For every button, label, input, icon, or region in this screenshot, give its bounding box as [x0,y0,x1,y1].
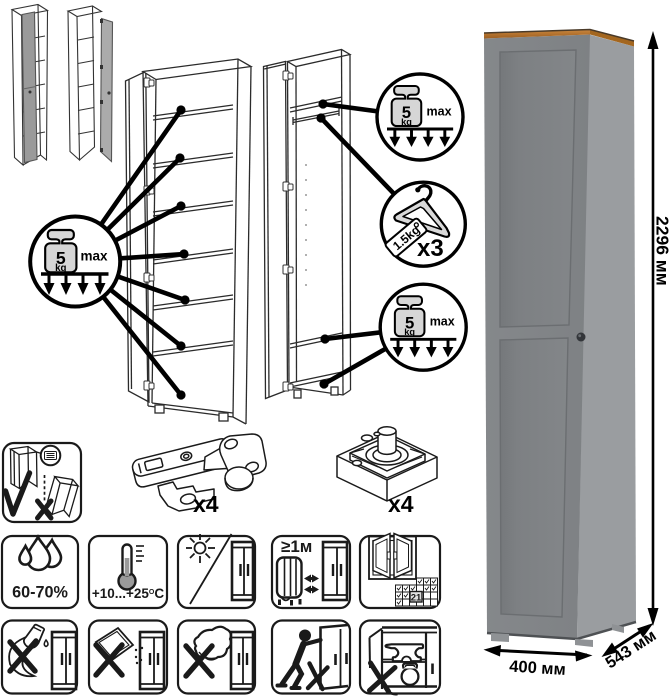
svg-text:max: max [427,105,452,119]
svg-text:max: max [430,315,455,329]
svg-text:x3: x3 [417,235,444,262]
svg-text:400 мм: 400 мм [509,658,567,679]
svg-text:x4: x4 [193,491,219,517]
svg-text:60-70%: 60-70% [12,584,68,602]
svg-text:max: max [81,249,109,264]
svg-text:+10...+25OC: +10...+25OC [92,586,165,601]
svg-text:x4: x4 [388,491,414,517]
svg-text:21: 21 [411,593,422,604]
svg-text:≥1м: ≥1м [281,537,312,556]
svg-text:2296 мм: 2296 мм [653,216,672,286]
